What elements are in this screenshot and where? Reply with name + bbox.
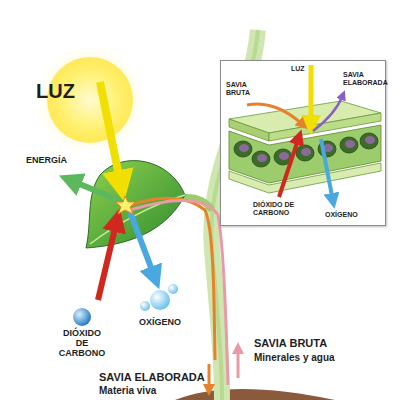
elaborated-sap-note: Materia viva (98, 385, 157, 396)
oxygen-label: OXÍGENO (132, 318, 188, 328)
co2-label: DIÓXIDO DE CARBONO (253, 201, 301, 216)
light-label: LUZ (291, 65, 305, 73)
oxygen-label: OXÍGENO (325, 211, 358, 219)
elaborated-sap-label: SAVIA ELABORADA (98, 371, 206, 383)
raw-sap-note: Minerales y agua (253, 352, 336, 363)
inset-box: LUZ SAVIA BRUTA SAVIA ELABORADA DIÓXIDO DE … (220, 60, 386, 226)
elaborated-sap-label: SAVIA ELABORADA (343, 71, 383, 86)
co2-label: DIÓXIDO DE CARBONO (56, 329, 108, 359)
raw-sap-label: SAVIA BRUTA (253, 337, 328, 349)
energy-label: ENERGÍA (26, 156, 67, 166)
raw-sap-label: SAVIA BRUTA (226, 81, 260, 96)
light-label: LUZ (36, 80, 75, 102)
